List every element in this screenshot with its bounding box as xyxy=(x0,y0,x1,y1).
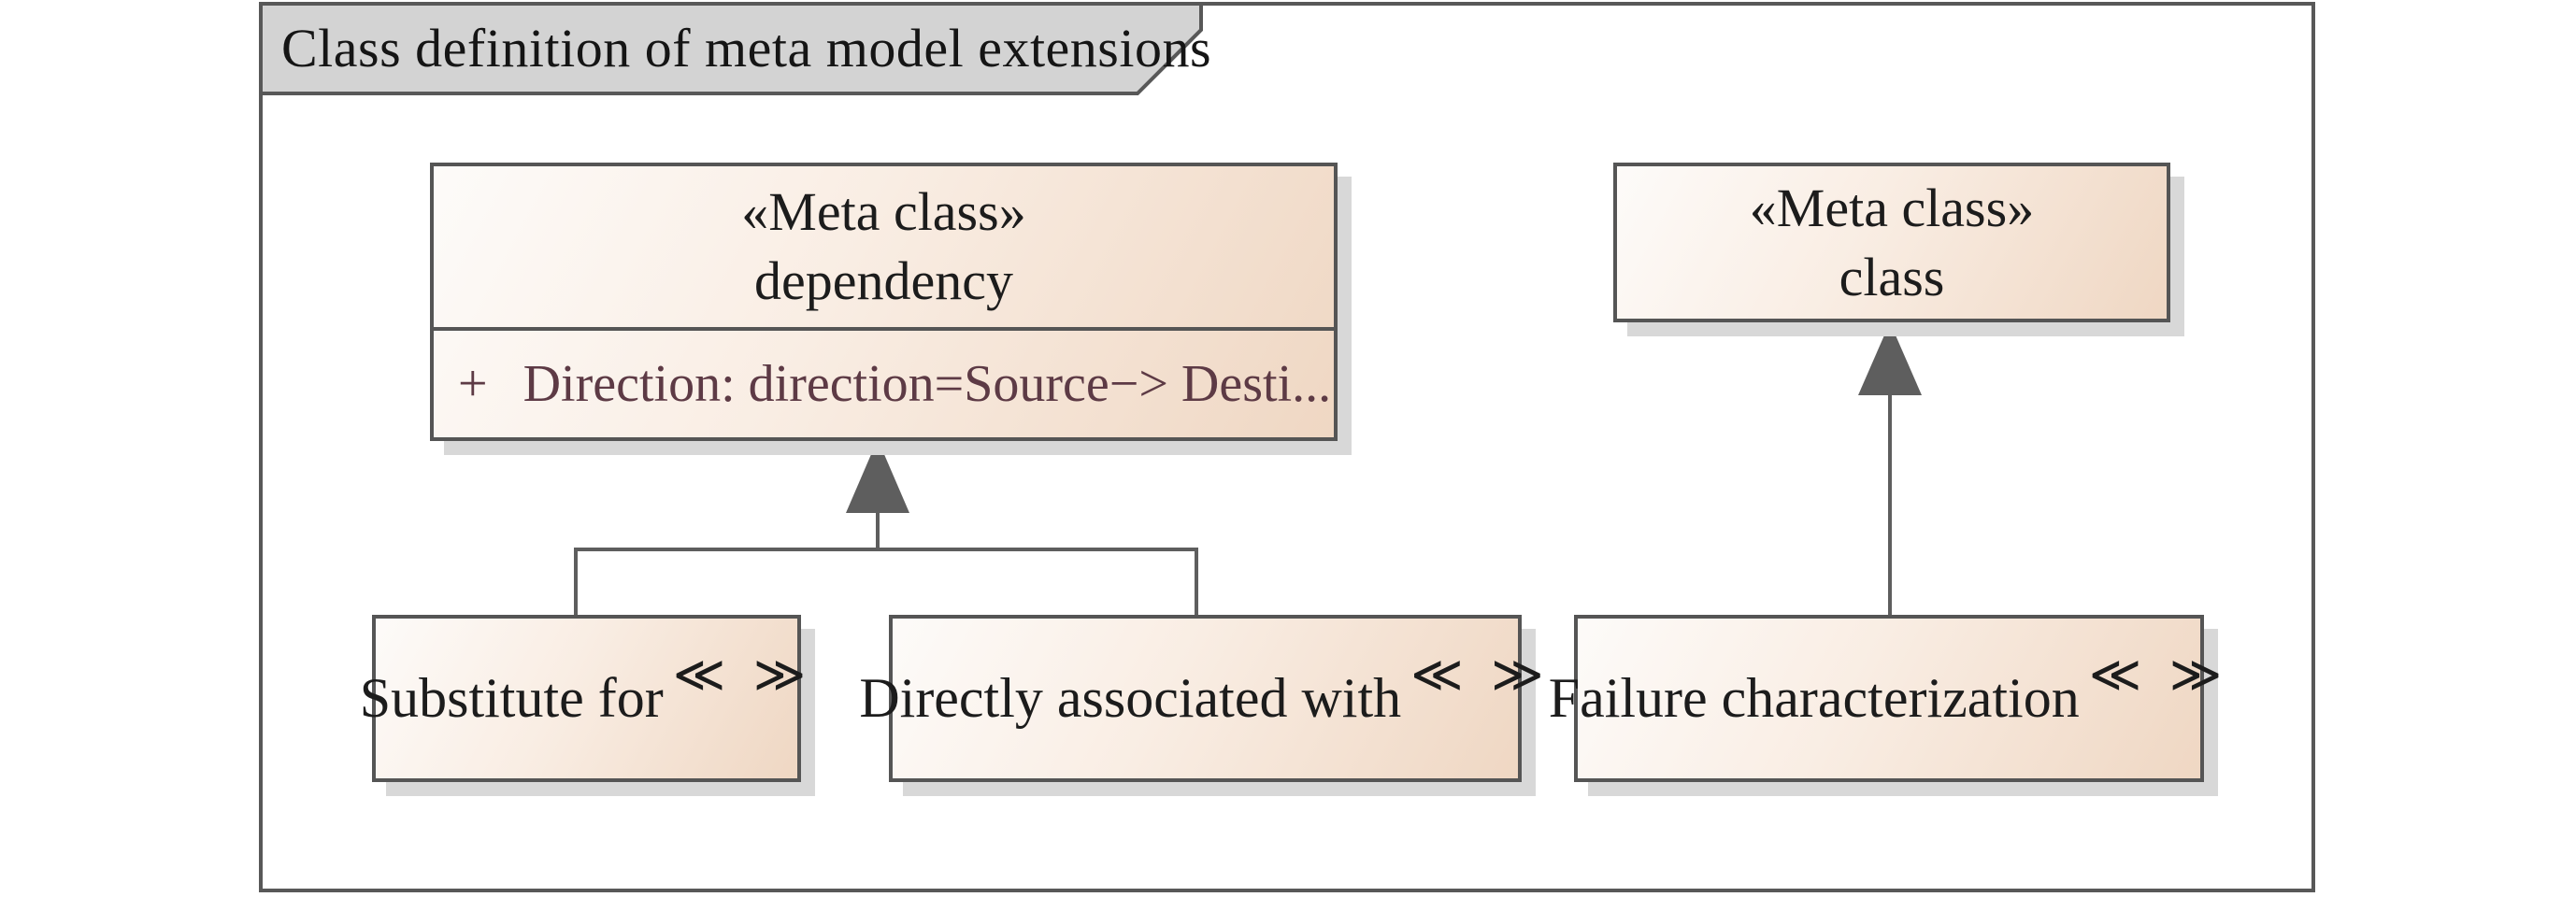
dependency-stereotype: «Meta class» xyxy=(741,181,1026,242)
class-box-dependency[interactable]: «Meta class» dependency + Direction: dir… xyxy=(430,163,1338,441)
directly-associated-label: Directly associated with xyxy=(859,667,1402,729)
class-box-directly-associated-with[interactable]: Directly associated with ≪ ≫ xyxy=(859,615,1544,782)
generalization-connector-dependency-bus[interactable] xyxy=(574,548,1198,615)
failure-characterization-stereotype-mark: ≪ ≫ xyxy=(2088,647,2230,703)
class-box-class[interactable]: «Meta class» class xyxy=(1613,163,2170,322)
directly-associated-label-line: Directly associated with ≪ ≫ xyxy=(859,619,1543,778)
failure-characterization-label: Failure characterization xyxy=(1548,667,2080,729)
class-name-compartment: «Meta class» class xyxy=(1617,166,2167,319)
substitute-for-label-line: Substitute for ≪ ≫ xyxy=(360,619,807,778)
class-box-substitute-for[interactable]: Substitute for ≪ ≫ xyxy=(360,615,807,782)
class-box-failure-characterization[interactable]: Failure characterization ≪ ≫ xyxy=(1549,615,2223,782)
attribute-text: Direction: direction=Source−> Desti... xyxy=(522,355,1332,413)
class-name: class xyxy=(1839,246,1945,307)
dependency-name: dependency xyxy=(754,250,1013,311)
title-tab-shape xyxy=(259,2,1203,95)
generalization-arrowhead-class[interactable] xyxy=(1858,322,1922,395)
generalization-arrowhead-dependency[interactable] xyxy=(846,439,909,513)
dependency-name-compartment: «Meta class» dependency xyxy=(434,166,1334,331)
substitute-for-stereotype-mark: ≪ ≫ xyxy=(672,647,814,703)
substitute-for-label: Substitute for xyxy=(359,667,664,729)
attribute-visibility: + xyxy=(458,355,488,413)
dependency-attribute-compartment: + Direction: direction=Source−> Desti... xyxy=(434,331,1334,437)
failure-characterization-label-line: Failure characterization ≪ ≫ xyxy=(1549,619,2223,778)
directly-associated-stereotype-mark: ≪ ≫ xyxy=(1410,647,1552,703)
class-stereotype: «Meta class» xyxy=(1749,177,2035,238)
diagram-title: Class definition of meta model extension… xyxy=(281,17,1212,78)
